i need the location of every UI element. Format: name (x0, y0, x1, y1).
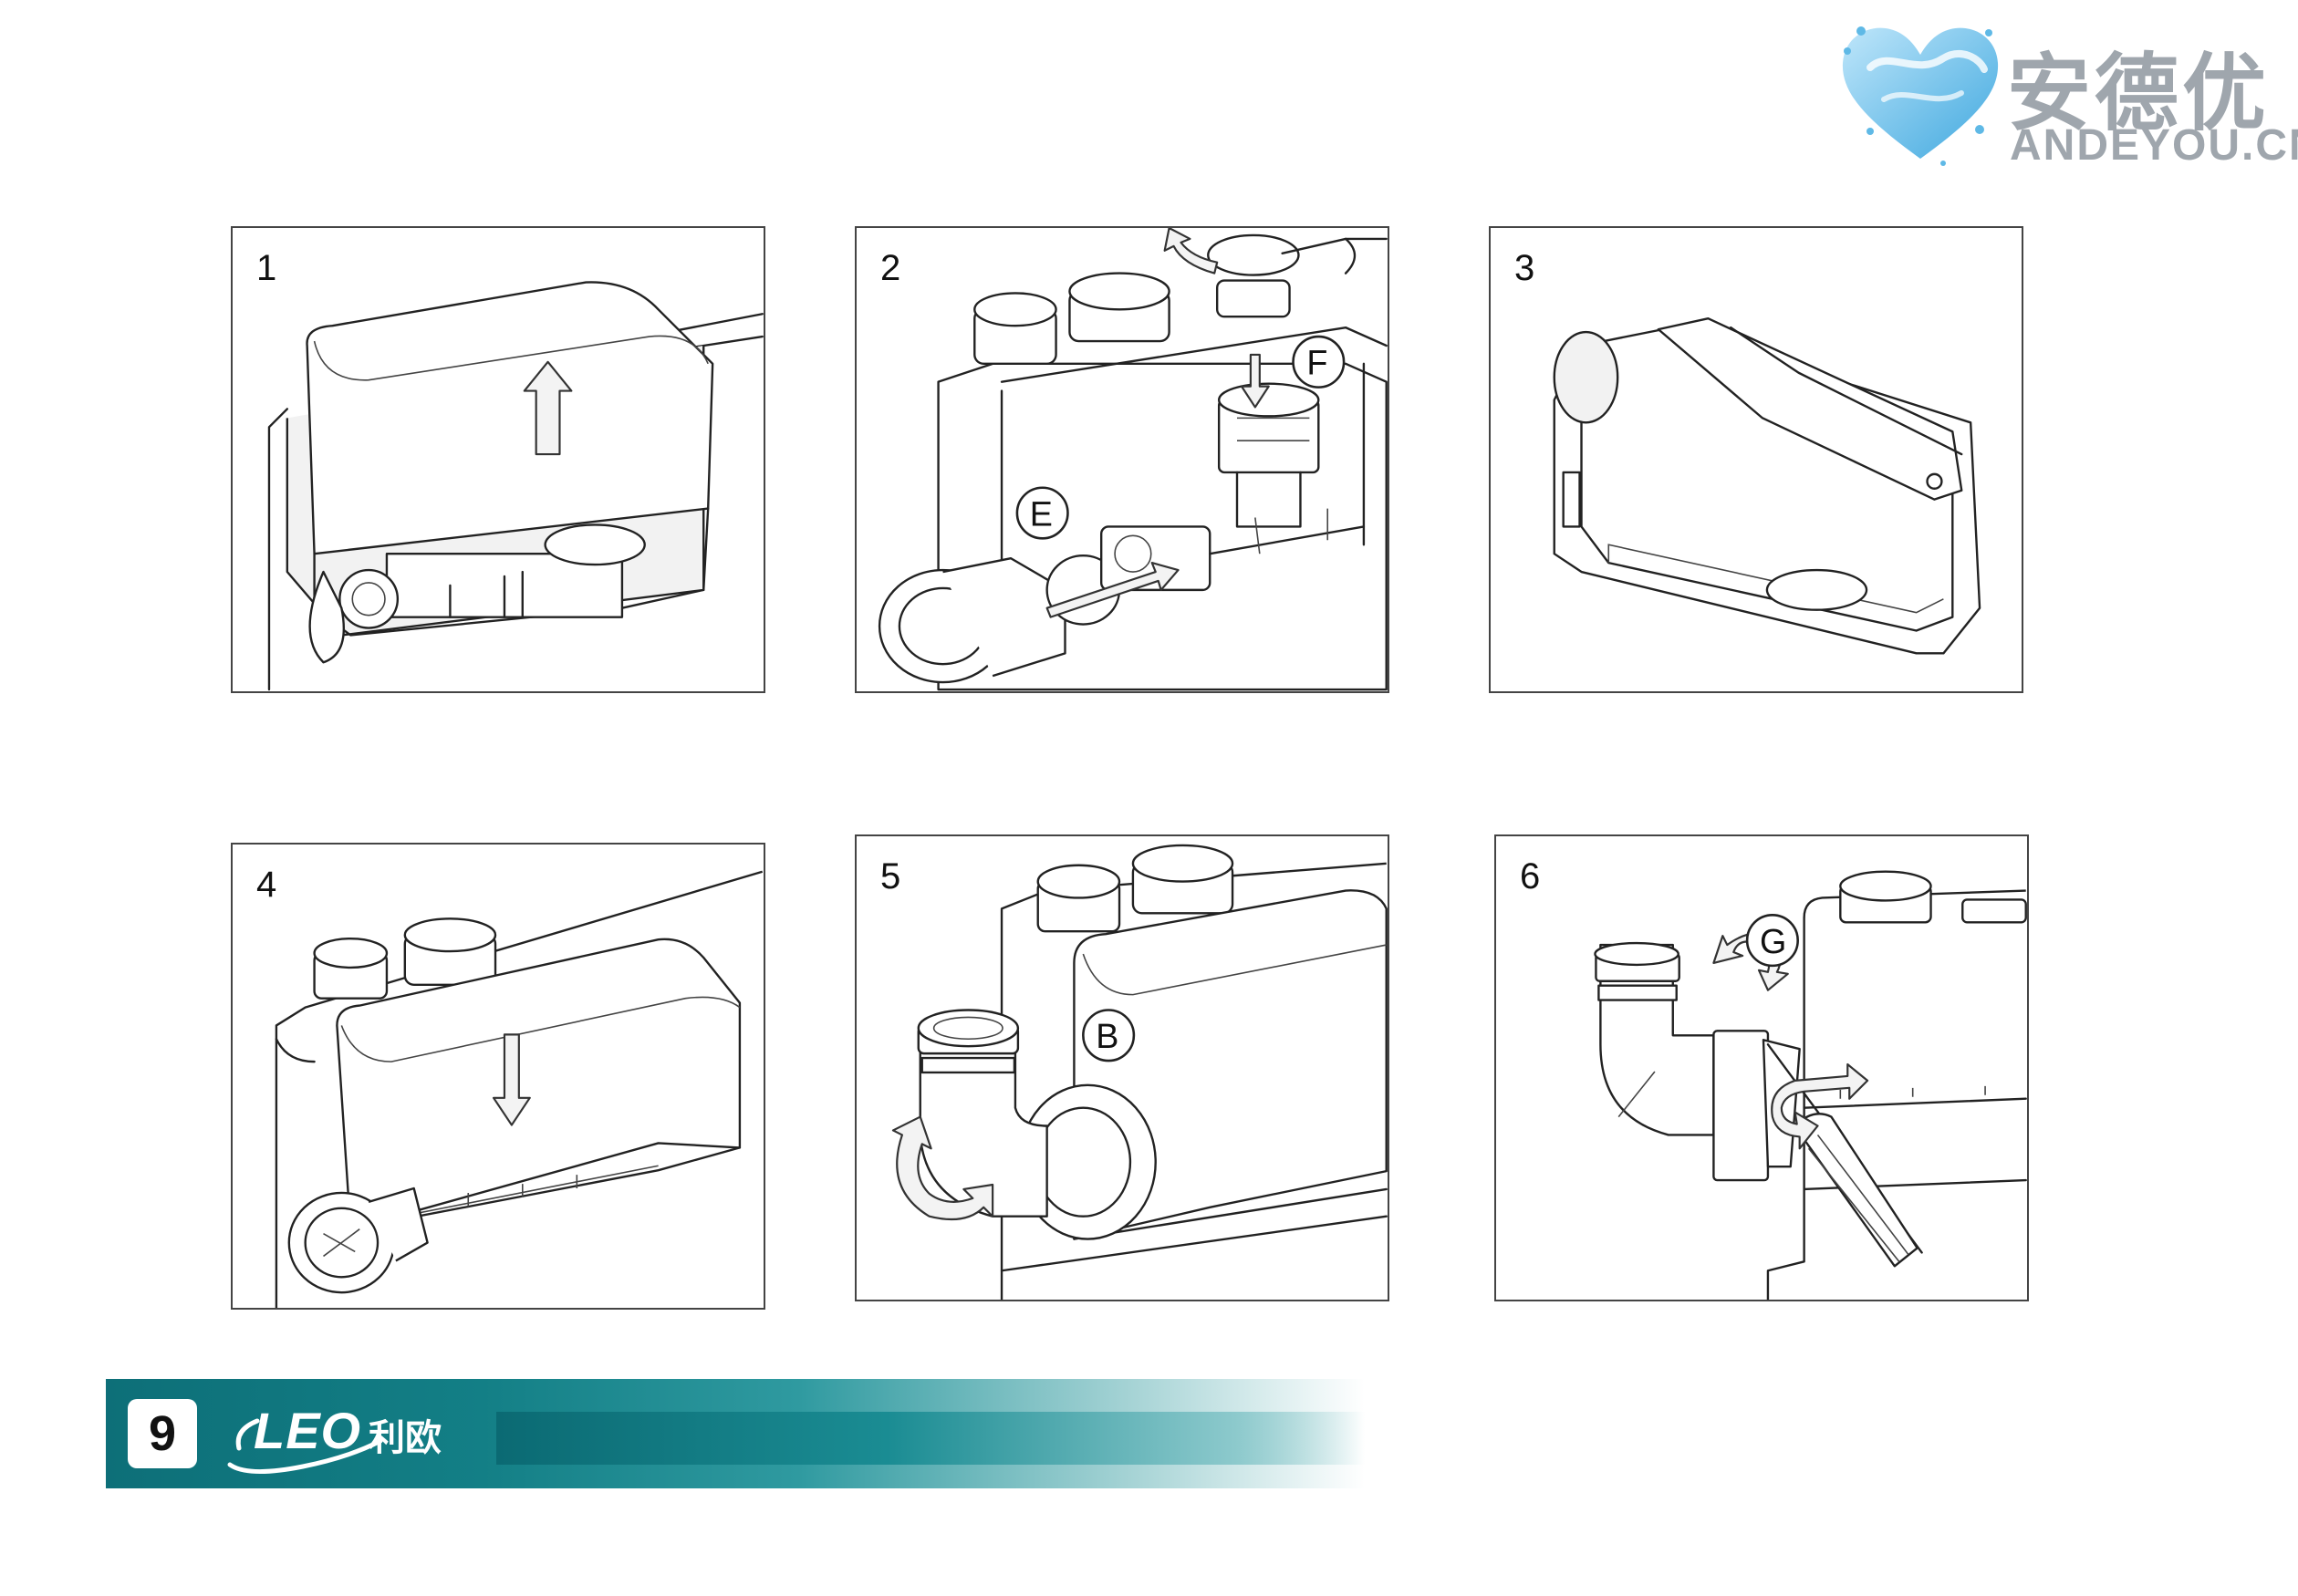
callout-b: B (1082, 1009, 1136, 1062)
step-panel-1: 1 (231, 226, 765, 693)
heart-logo-icon (1842, 26, 1999, 166)
svg-text:G: G (1760, 922, 1786, 960)
footer-gradient-band (496, 1412, 1365, 1465)
step-number-3: 3 (1514, 248, 1535, 288)
svg-text:F: F (1306, 344, 1327, 382)
lid-interior-illustration (1553, 317, 1981, 655)
step-panel-2: E F 2 (855, 226, 1389, 693)
callout-e: E (1015, 486, 1069, 540)
svg-text:B: B (1096, 1017, 1118, 1055)
step-number-4: 4 (256, 865, 277, 905)
watermark-latin-text: ANDEYOU.CN (2010, 121, 2298, 170)
svg-text:E: E (1030, 494, 1053, 533)
step-number-6: 6 (1520, 856, 1541, 896)
page-number: 9 (128, 1399, 197, 1468)
step-number-2: 2 (880, 248, 901, 288)
lid-replace-illustration (275, 870, 764, 1308)
step-number-1: 1 (256, 248, 277, 288)
brand-chinese-name: 利欧 (369, 1417, 442, 1459)
callout-f: F (1292, 335, 1346, 389)
step-panel-5: B 5 (855, 834, 1389, 1301)
footer-banner: 9 LEO 利欧 (106, 1379, 1365, 1488)
step-panel-3: 3 (1489, 226, 2023, 693)
step-number-5: 5 (880, 856, 901, 896)
callout-g: G (1745, 914, 1799, 968)
step-panel-6: G 6 (1494, 834, 2029, 1301)
screw-tighten-illustration: G (1594, 870, 2027, 1300)
valve-removal-illustration: E F (878, 228, 1388, 691)
elbow-rotate-illustration: B (891, 844, 1388, 1300)
leo-brand-logo: LEO 利欧 (221, 1394, 467, 1476)
watermark-chinese-text: 安德优 (2007, 44, 2271, 142)
lid-lift-illustration (267, 281, 764, 691)
logo-swoosh-icon (227, 1418, 383, 1474)
step-panel-4: 4 (231, 843, 765, 1310)
andeyou-watermark: 安德优 ANDEYOU.CN (1834, 13, 2298, 177)
brand-latin-name: LEO (254, 1402, 362, 1459)
